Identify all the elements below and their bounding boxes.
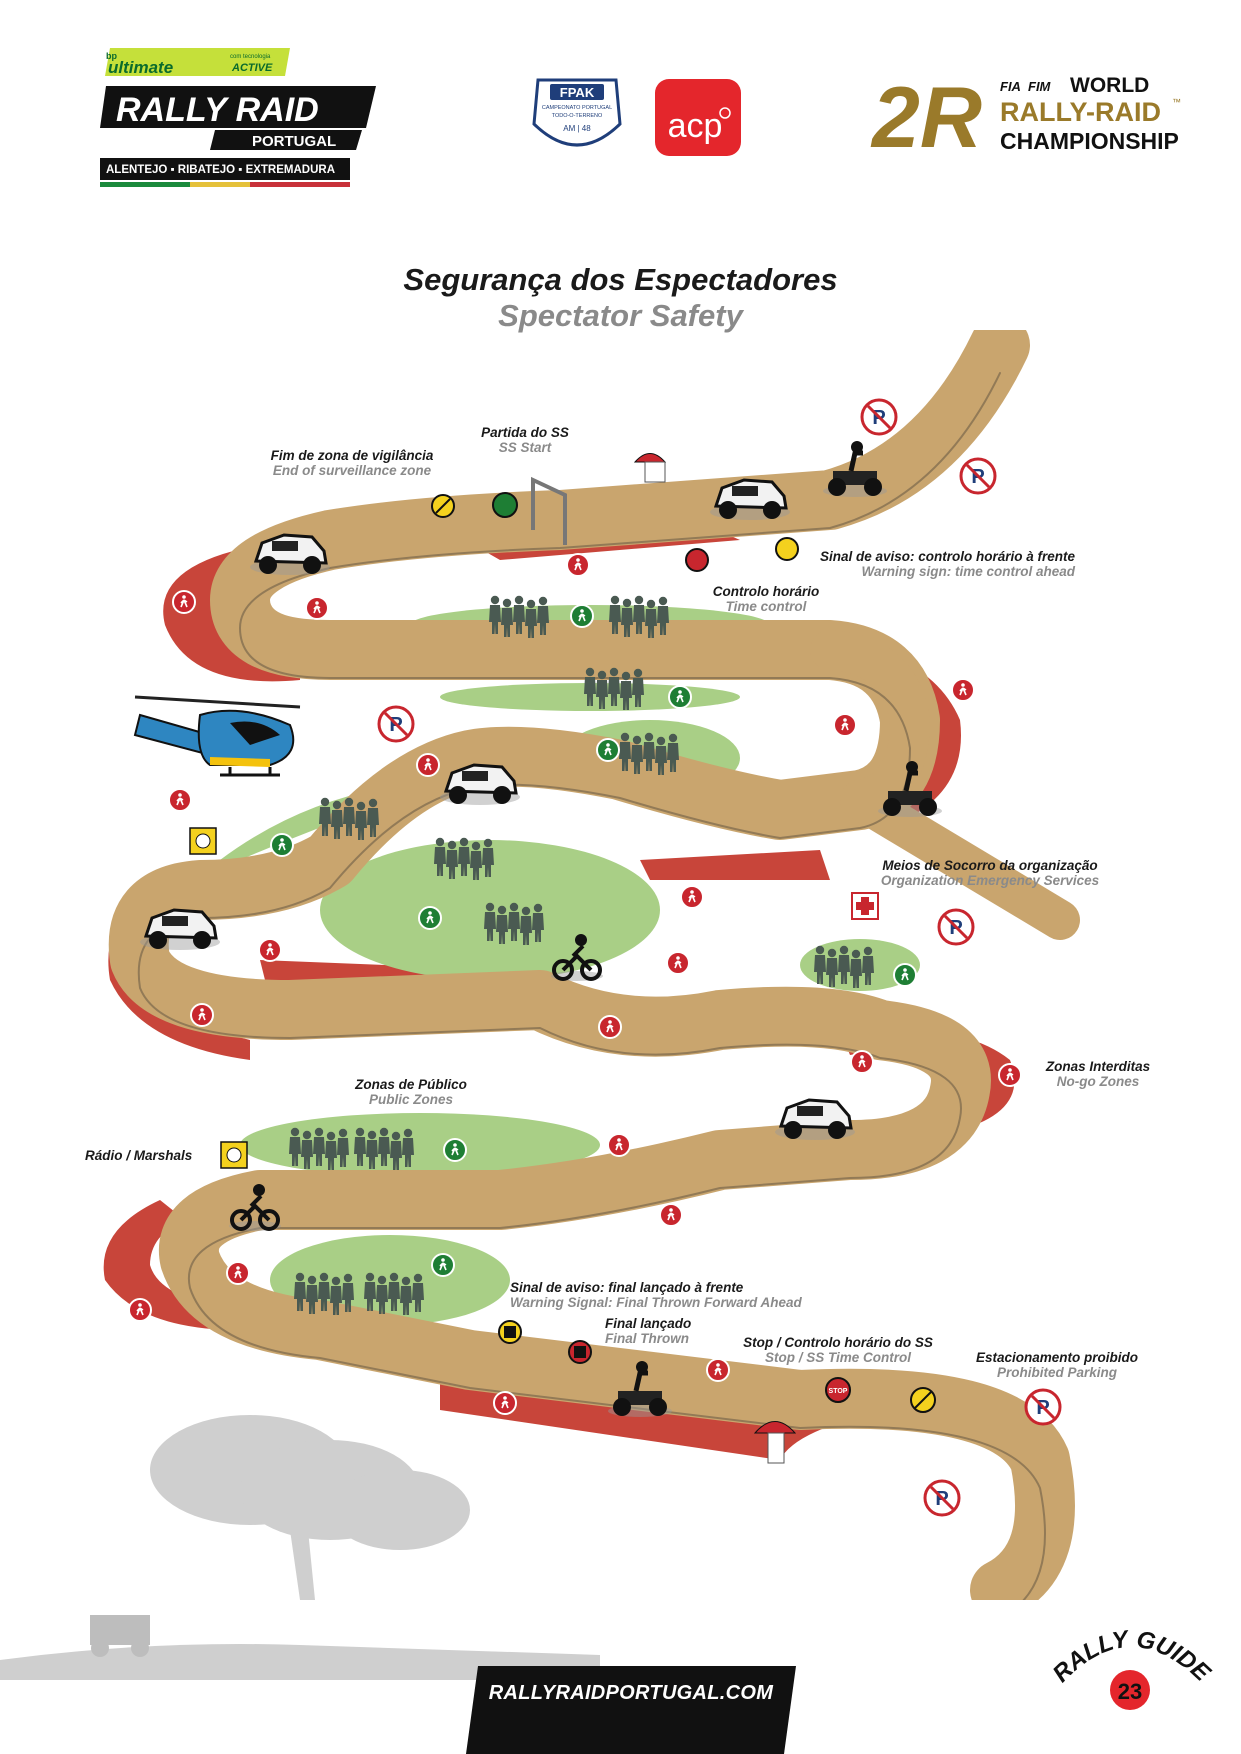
svg-text:RALLY-RAID: RALLY-RAID: [1000, 97, 1161, 127]
svg-text:FPAK: FPAK: [560, 85, 595, 100]
svg-text:WORLD: WORLD: [1070, 74, 1149, 97]
end-zone-sign-final: [910, 1387, 936, 1413]
label-ss-start: Partida do SS SS Start: [481, 425, 569, 455]
track-map: P: [103, 330, 1080, 1600]
final-thrown-sign: [568, 1340, 592, 1364]
title-portuguese: Segurança dos Espectadores: [403, 262, 838, 297]
svg-text:TODO-O-TERRENO: TODO-O-TERRENO: [552, 113, 603, 119]
svg-text:CAMPEONATO PORTUGAL: CAMPEONATO PORTUGAL: [542, 105, 612, 111]
svg-text:STOP: STOP: [829, 1388, 848, 1395]
ss-start-gantry: [531, 476, 567, 545]
acp-logo: acp: [655, 79, 741, 156]
final-warning-sign: [498, 1320, 522, 1344]
fpak-logo: FPAK CAMPEONATO PORTUGAL TODO-O-TERRENO …: [532, 78, 622, 147]
svg-text:FIA: FIA: [1000, 79, 1021, 94]
footer-url[interactable]: RALLYRAIDPORTUGAL.COM: [488, 1682, 774, 1704]
label-final-warning: Sinal de aviso: final lançado à frente W…: [510, 1280, 802, 1310]
svg-text:bp: bp: [106, 51, 117, 61]
time-control-sign: [685, 548, 709, 572]
svg-text:PORTUGAL: PORTUGAL: [252, 133, 336, 150]
label-final-thrown: Final lançado Final Thrown: [605, 1316, 692, 1346]
page-number: 23: [1118, 1679, 1142, 1704]
svg-text:FIM: FIM: [1028, 79, 1052, 94]
svg-text:ultimate: ultimate: [108, 58, 173, 77]
rally-guide-badge: RALLY GUIDE 23: [1048, 1625, 1216, 1710]
label-time-control: Controlo horário Time control: [712, 584, 820, 614]
svg-text:2R: 2R: [870, 70, 982, 166]
ground-silhouette: [0, 1615, 600, 1680]
label-prohibited-parking: Estacionamento proibido Prohibited Parki…: [975, 1350, 1139, 1380]
radio-marshal-sign: [189, 827, 248, 1169]
title-english: Spectator Safety: [498, 298, 743, 333]
svg-text:com tecnologia: com tecnologia: [230, 54, 271, 60]
svg-text:acp: acp: [668, 107, 723, 145]
svg-text:ALENTEJO ▪ RIBATEJO ▪ EXTREMAD: ALENTEJO ▪ RIBATEJO ▪ EXTREMADURA: [106, 164, 335, 176]
rally-track: [108, 330, 1080, 1600]
tree-silhouette: [150, 1415, 470, 1600]
label-stop-control: Stop / Controlo horário do SS Stop / SS …: [743, 1335, 933, 1365]
svg-text:CHAMPIONSHIP: CHAMPIONSHIP: [1000, 128, 1179, 154]
label-end-zone: Fim de zona de vigilância End of surveil…: [270, 448, 434, 478]
helicopter: [133, 695, 301, 777]
world-rally-raid-championship-logo: 2R FIA FIM WORLD RALLY-RAID ™ CHAMPIONSH…: [870, 70, 1181, 166]
svg-text:™: ™: [1172, 97, 1181, 107]
svg-text:AM | 48: AM | 48: [563, 124, 591, 133]
ss-start-sign: [492, 492, 518, 518]
label-radio-marshals: Rádio / Marshals: [85, 1148, 193, 1163]
end-zone-sign: [431, 494, 455, 518]
svg-text:ACTIVE: ACTIVE: [231, 62, 273, 74]
time-control-tent: [633, 453, 667, 483]
rally-raid-portugal-logo: bp ultimate com tecnologia ACTIVE RALLY …: [100, 48, 376, 187]
footer-url-bar: [466, 1666, 796, 1754]
stop-control-tent: [753, 1421, 797, 1464]
svg-text:RALLY RAID: RALLY RAID: [116, 91, 319, 129]
label-emergency-services: Meios de Socorro da organização Organiza…: [880, 858, 1100, 888]
stop-sign: STOP: [825, 1377, 851, 1403]
label-public-zones: Zonas de Público Public Zones: [355, 1077, 467, 1107]
time-control-warning-sign: [775, 537, 799, 561]
emergency-cross-icon: [851, 892, 879, 920]
label-time-control-warning: Sinal de aviso: controlo horário à frent…: [820, 549, 1076, 579]
label-no-go-zones: Zonas Interditas No-go Zones: [1045, 1059, 1151, 1089]
